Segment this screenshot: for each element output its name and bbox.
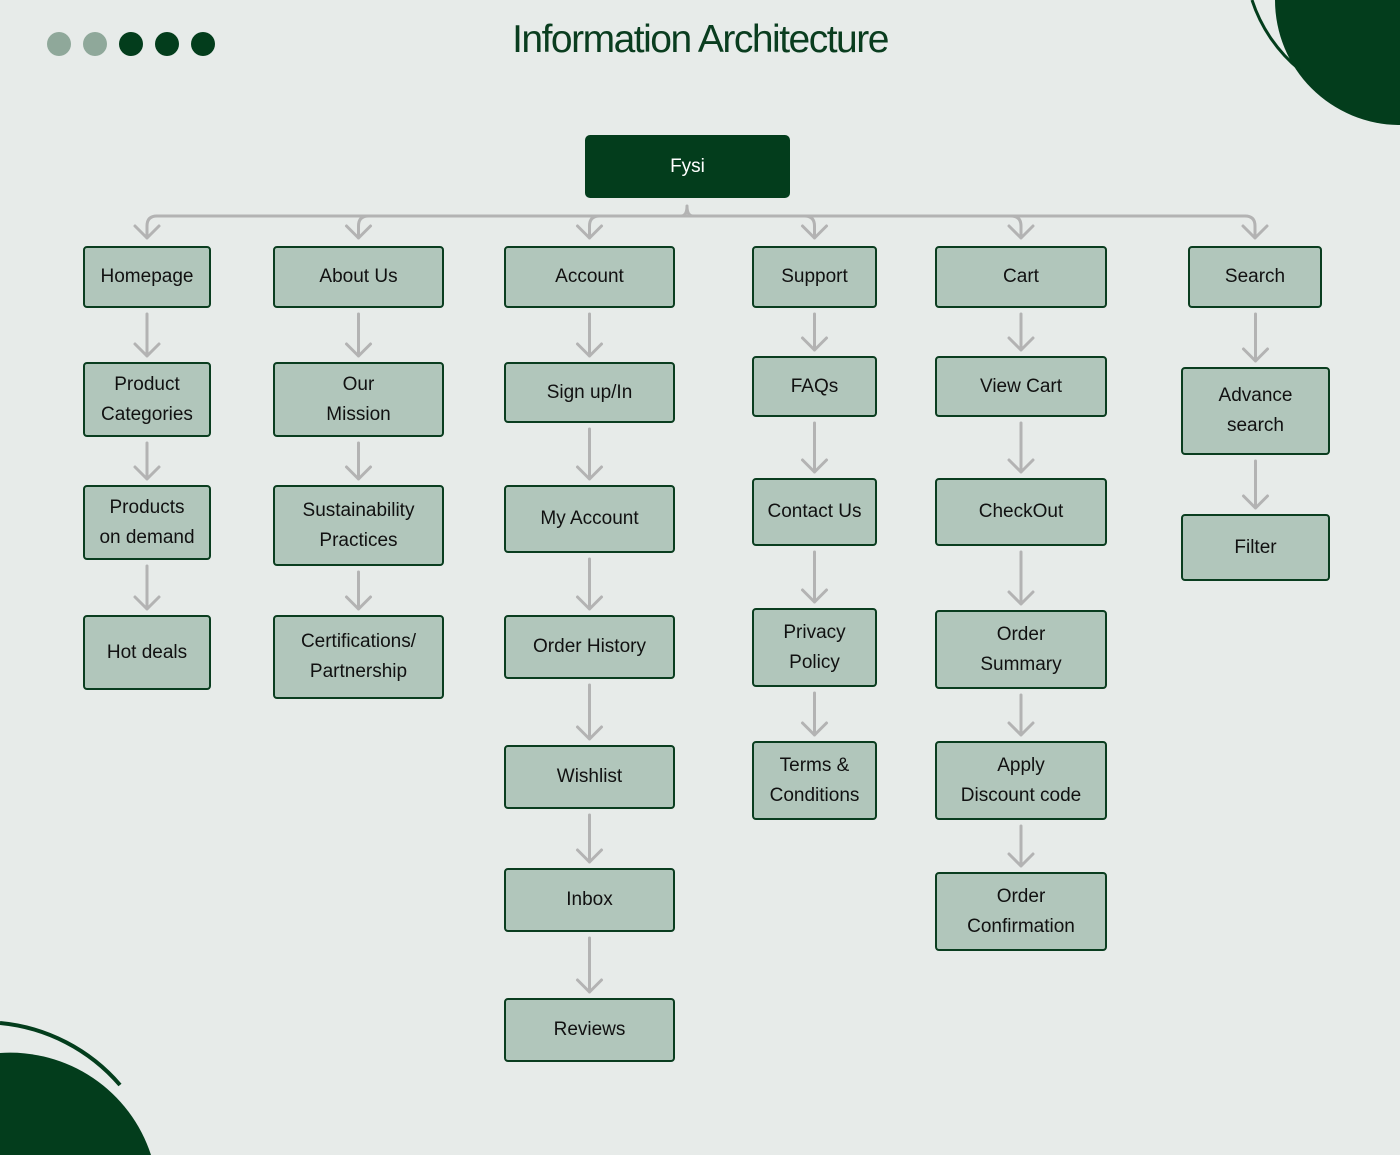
arrow-down-icon xyxy=(1242,312,1269,363)
node-hot-deals: Hot deals xyxy=(83,615,211,690)
dot-indicator xyxy=(47,32,71,56)
arrow-down-icon xyxy=(1007,824,1035,868)
node-certifications-partnership: Certifications/ Partnership xyxy=(273,615,444,699)
node-homepage: Homepage xyxy=(83,246,211,308)
corner-decoration-top-right xyxy=(1250,0,1400,125)
arrow-down-icon xyxy=(1242,459,1269,510)
arrow-down-icon xyxy=(1007,550,1035,606)
node-view-cart: View Cart xyxy=(935,356,1107,417)
arrow-down-icon xyxy=(576,427,603,481)
node-our-mission: Our Mission xyxy=(273,362,444,437)
node-products-on-demand: Products on demand xyxy=(83,485,211,560)
dot-indicator xyxy=(83,32,107,56)
arrow-down-icon xyxy=(801,312,828,352)
node-inbox: Inbox xyxy=(504,868,675,932)
dot-indicator xyxy=(155,32,179,56)
branch-arrow-icon xyxy=(801,214,828,240)
arrow-down-icon xyxy=(801,691,828,737)
branch-arrow-icon xyxy=(133,214,161,240)
arrow-down-icon xyxy=(576,312,603,358)
arrow-down-icon xyxy=(576,813,603,864)
node-search: Search xyxy=(1188,246,1322,308)
node-filter: Filter xyxy=(1181,514,1330,581)
dot-indicator xyxy=(191,32,215,56)
node-order-confirmation: Order Confirmation xyxy=(935,872,1107,951)
arrow-down-icon xyxy=(801,421,828,474)
node-advance-search: Advance search xyxy=(1181,367,1330,455)
dot-indicator xyxy=(119,32,143,56)
arrow-down-icon xyxy=(133,441,161,481)
branch-junction xyxy=(679,204,695,218)
root-node-fysi: Fysi xyxy=(585,135,790,198)
arrow-down-icon xyxy=(133,312,161,358)
node-checkout: CheckOut xyxy=(935,478,1107,546)
node-cart: Cart xyxy=(935,246,1107,308)
branch-arrow-icon xyxy=(1241,214,1269,240)
node-support: Support xyxy=(752,246,877,308)
branch-arrow-icon xyxy=(576,214,603,240)
branch-arrow-icon xyxy=(1007,214,1035,240)
arrow-down-icon xyxy=(345,570,372,611)
arrow-down-icon xyxy=(576,557,603,611)
node-reviews: Reviews xyxy=(504,998,675,1062)
arrow-down-icon xyxy=(133,564,161,611)
node-apply-discount-code: Apply Discount code xyxy=(935,741,1107,820)
node-contact-us: Contact Us xyxy=(752,478,877,546)
node-sign-up-in: Sign up/In xyxy=(504,362,675,423)
node-wishlist: Wishlist xyxy=(504,745,675,809)
branch-arrow-icon xyxy=(345,214,372,240)
connectors xyxy=(133,204,1269,994)
arrow-down-icon xyxy=(1007,421,1035,474)
arrow-down-icon xyxy=(1007,312,1035,352)
node-faqs: FAQs xyxy=(752,356,877,417)
page-title: Information Architecture xyxy=(512,18,889,61)
node-sustainability-practices: Sustainability Practices xyxy=(273,485,444,566)
node-terms-conditions: Terms & Conditions xyxy=(752,741,877,820)
node-account: Account xyxy=(504,246,675,308)
node-about-us: About Us xyxy=(273,246,444,308)
arrow-down-icon xyxy=(345,441,372,481)
arrow-down-icon xyxy=(576,683,603,741)
arrow-down-icon xyxy=(801,550,828,604)
node-my-account: My Account xyxy=(504,485,675,553)
node-privacy-policy: Privacy Policy xyxy=(752,608,877,687)
arrow-down-icon xyxy=(345,312,372,358)
corner-decoration-bottom-left xyxy=(0,1021,151,1155)
arrow-down-icon xyxy=(576,936,603,994)
node-order-summary: Order Summary xyxy=(935,610,1107,689)
node-product-categories: Product Categories xyxy=(83,362,211,437)
node-order-history: Order History xyxy=(504,615,675,679)
arrow-down-icon xyxy=(1007,693,1035,737)
